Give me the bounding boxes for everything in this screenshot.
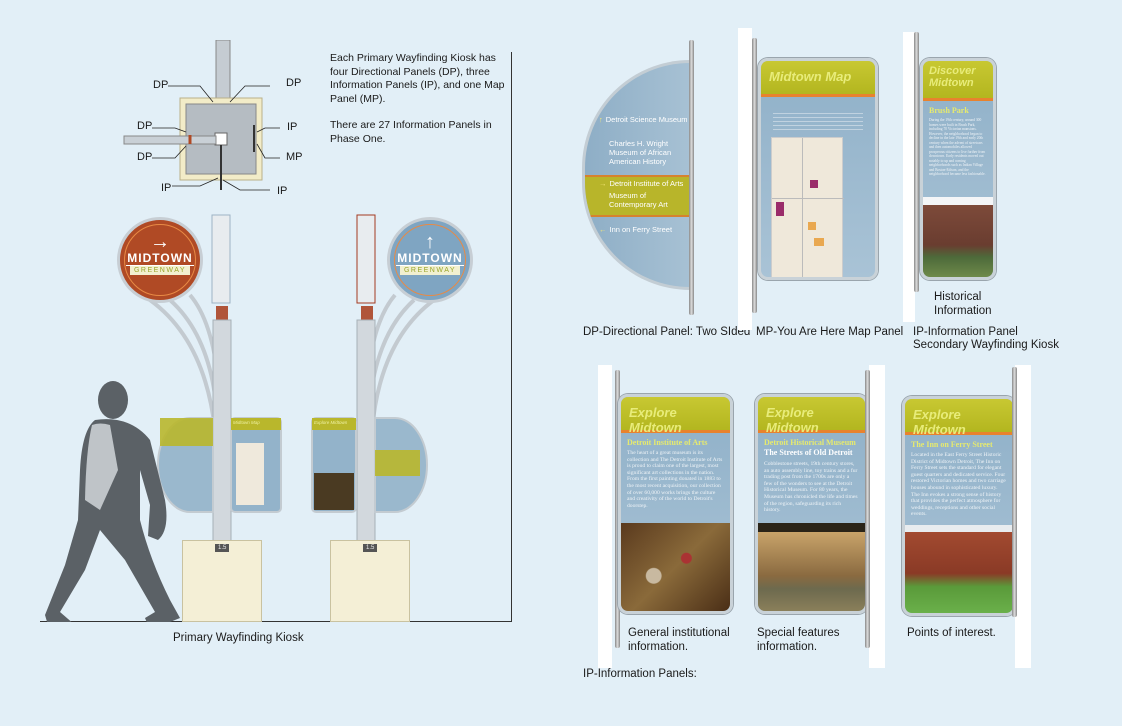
directional-panel: ↑Detroit Science Museum Charles H. Wrigh… xyxy=(582,60,690,290)
kiosk-elevation xyxy=(45,214,436,622)
info-caption: General institutional information. xyxy=(628,627,730,653)
kiosk-plan-diagram xyxy=(123,40,280,191)
panel-post xyxy=(615,370,620,648)
info-panel-subtitle-2: The Streets of Old Detroit xyxy=(764,448,853,457)
plan-label-ip: IP xyxy=(277,185,288,197)
discover-subtitle: Brush Park xyxy=(929,106,969,115)
panel-post xyxy=(752,38,757,313)
panel-post xyxy=(1012,367,1017,617)
plan-description: Each Primary Wayfinding Kiosk has four D… xyxy=(330,52,505,146)
info-panel-subtitle: Detroit Institute of Arts xyxy=(627,438,708,447)
plan-label-dp: DP xyxy=(153,79,169,91)
mini-explore-title: Explore Midtown xyxy=(314,420,348,425)
destination-label: Inn on Ferry Street xyxy=(609,225,673,234)
info-panel: Explore Midtown Detroit Historical Museu… xyxy=(755,394,868,614)
sign-title: MIDTOWN xyxy=(126,251,194,266)
plan-label-dp: DP xyxy=(137,120,153,132)
plan-label-dp: DP xyxy=(137,151,153,163)
panel-post xyxy=(865,370,870,648)
info-panel-body: The heart of a great museum is its colle… xyxy=(627,450,723,509)
mp-caption: MP-You Are Here Map Panel xyxy=(756,326,904,338)
midtown-map-image xyxy=(771,137,844,277)
sign-title: MIDTOWN xyxy=(396,251,464,266)
inn-photo xyxy=(905,525,1013,613)
info-panel-body: Located in the East Ferry Street Histori… xyxy=(911,452,1006,518)
midtown-sign-right: ↑ MIDTOWN GREENWAY xyxy=(387,217,473,303)
plan-label-ip: IP xyxy=(161,182,172,194)
panel-post xyxy=(914,32,919,292)
divider-vertical xyxy=(511,52,512,622)
mini-map-title: Midtown Map xyxy=(233,420,260,425)
arrow-right-icon: → xyxy=(150,231,170,253)
info-panel-body: Cobblestone streets, 19th century stores… xyxy=(764,461,858,514)
description-panels: Each Primary Wayfinding Kiosk has four D… xyxy=(330,52,505,105)
arrow-up-icon: ↑ xyxy=(599,115,603,124)
kiosk-base-left: 1.5 xyxy=(182,540,262,622)
info-caption: Special features information. xyxy=(757,627,840,653)
info-panel: Explore Midtown The Inn on Ferry Street … xyxy=(902,396,1016,616)
midtown-sign-left: → MIDTOWN GREENWAY xyxy=(117,217,203,303)
info-panel: Explore Midtown Detroit Institute of Art… xyxy=(618,394,733,614)
info-panel-subtitle: Detroit Historical Museum xyxy=(764,438,856,447)
description-count: There are 27 Information Panels in Phase… xyxy=(330,119,492,145)
arrow-right-icon: → xyxy=(599,179,607,188)
destination-label: Museum of Contemporary Art xyxy=(609,191,668,209)
destination-label: Charles H. Wright Museum of African Amer… xyxy=(609,139,672,166)
destination-label: Detroit Science Museum xyxy=(605,115,688,124)
info-panel-subtitle: The Inn on Ferry Street xyxy=(911,440,993,449)
info-panels-caption: IP-Information Panels: xyxy=(583,668,697,680)
info-panel-title: Explore Midtown xyxy=(905,399,1013,437)
info-panel-title: Explore Midtown xyxy=(621,397,730,435)
sign-subtitle: GREENWAY xyxy=(400,266,460,275)
discover-title: Discover Midtown xyxy=(923,61,993,101)
base-number: 1.5 xyxy=(363,544,378,552)
white-strip xyxy=(738,28,752,330)
ip-caption: IP-Information Panel xyxy=(913,326,1018,338)
ground-line xyxy=(40,621,512,622)
discover-panel: Discover Midtown Brush Park During the 1… xyxy=(920,58,996,280)
destination-label: Detroit Institute of Arts xyxy=(609,179,684,188)
map-panel: Midtown Map xyxy=(758,58,878,280)
sign-subtitle: GREENWAY xyxy=(130,266,190,275)
white-strip xyxy=(903,32,915,322)
kiosk-base-right: 1.5 xyxy=(330,540,410,622)
historical-caption: Historical Information xyxy=(934,291,992,317)
painting-photo xyxy=(621,523,730,611)
info-panel-title: Explore Midtown xyxy=(758,397,865,435)
panel-post xyxy=(689,40,694,315)
plan-label-ip: IP xyxy=(287,121,298,133)
museum-street-photo xyxy=(758,523,865,611)
white-strip xyxy=(869,365,885,668)
dp-caption: DP-Directional Panel: Two SIded xyxy=(583,326,751,338)
white-strip xyxy=(1015,365,1031,668)
plan-label-mp: MP xyxy=(286,151,303,163)
base-number: 1.5 xyxy=(215,544,230,552)
brush-park-photo xyxy=(923,197,993,277)
arrow-left-icon: ← xyxy=(599,225,607,234)
info-caption: Points of interest. xyxy=(907,627,996,639)
discover-body: During the 19th century, around 300 home… xyxy=(929,118,986,176)
white-strip xyxy=(598,365,612,668)
arrow-up-icon: ↑ xyxy=(425,231,435,253)
map-panel-title: Midtown Map xyxy=(761,61,875,97)
kiosk-caption: Primary Wayfinding Kiosk xyxy=(173,632,304,644)
plan-label-dp: DP xyxy=(286,77,302,89)
ip-caption-secondary: Secondary Wayfinding Kiosk xyxy=(913,339,1059,351)
